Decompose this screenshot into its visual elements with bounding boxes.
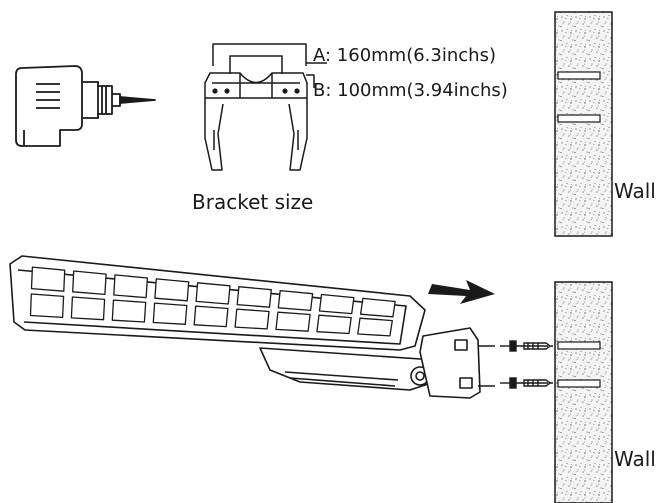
solar-cell (113, 274, 149, 299)
solar-cell (236, 286, 272, 308)
wall-hole-lower (557, 379, 601, 388)
solar-panel-cells (29, 266, 396, 337)
bracket-holes (212, 88, 300, 94)
solar-cell (152, 302, 188, 325)
solar-cell (72, 270, 107, 296)
solar-cell (234, 308, 270, 330)
solar-cell (275, 311, 311, 332)
solar-cell (193, 305, 229, 328)
solar-cell (111, 299, 147, 323)
bracket-size-caption: Bracket size (192, 190, 313, 214)
solar-cell (277, 289, 314, 312)
bracket-drawing (204, 43, 327, 171)
dimension-a-label: A: 160mm(6.3inchs) (313, 45, 496, 66)
direction-arrow-icon (428, 280, 495, 304)
wall-top-label: Wall (614, 179, 656, 203)
solar-cell (316, 314, 352, 335)
wall-hole-lower (557, 114, 601, 123)
solar-cell (357, 317, 393, 337)
dimension-b-label: B: 100mm(3.94inchs) (313, 80, 508, 101)
solar-cell (154, 278, 190, 302)
wall-bottom (554, 281, 613, 503)
wall-bottom-label: Wall (614, 447, 656, 471)
wall-hole-upper (557, 341, 601, 350)
solar-cell (195, 282, 231, 305)
solar-cell (359, 297, 396, 318)
wall-hole-upper (557, 71, 601, 80)
solar-cell (318, 293, 355, 315)
drill-icon (15, 65, 156, 147)
solar-cell (70, 296, 106, 321)
solar-cell (29, 293, 65, 319)
wall-top (554, 11, 613, 237)
solar-cell (30, 266, 66, 292)
